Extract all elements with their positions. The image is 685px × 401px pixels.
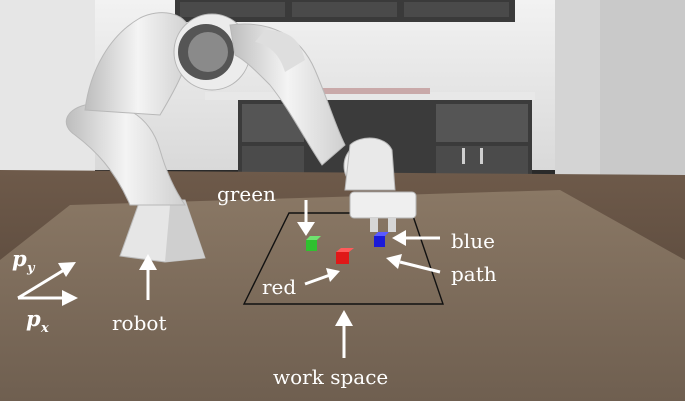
annotation-arrows (17, 200, 441, 358)
workspace-arrow (335, 310, 353, 358)
px-label-sub: x (40, 321, 49, 336)
robot-arrow (139, 254, 157, 300)
px-axis-arrow (18, 290, 78, 306)
red-cube-face (336, 252, 349, 264)
green-arrow (297, 200, 315, 236)
robot-arm (65, 12, 417, 263)
py-label-main: p (12, 246, 27, 271)
red-arrow (304, 268, 340, 286)
py-label-sub: y (26, 261, 36, 276)
px-label: p x (26, 306, 49, 336)
robot-label: robot (112, 311, 166, 335)
py-label: p y (12, 246, 36, 276)
path-label: path (451, 262, 497, 286)
green-cube (306, 236, 321, 251)
workspace-label: work space (273, 365, 388, 389)
blue-cube-face (374, 236, 385, 247)
blue-arrow (392, 230, 440, 246)
py-axis-arrow (17, 262, 76, 300)
green-cube-face (306, 240, 317, 251)
red-cube (336, 248, 354, 264)
path-arrow (386, 254, 441, 274)
px-label-main: p (26, 306, 41, 331)
red-label: red (262, 275, 296, 299)
green-label: green (217, 182, 276, 206)
blue-label: blue (451, 229, 495, 253)
blue-cube (374, 232, 389, 247)
kitchen-background (0, 0, 685, 192)
